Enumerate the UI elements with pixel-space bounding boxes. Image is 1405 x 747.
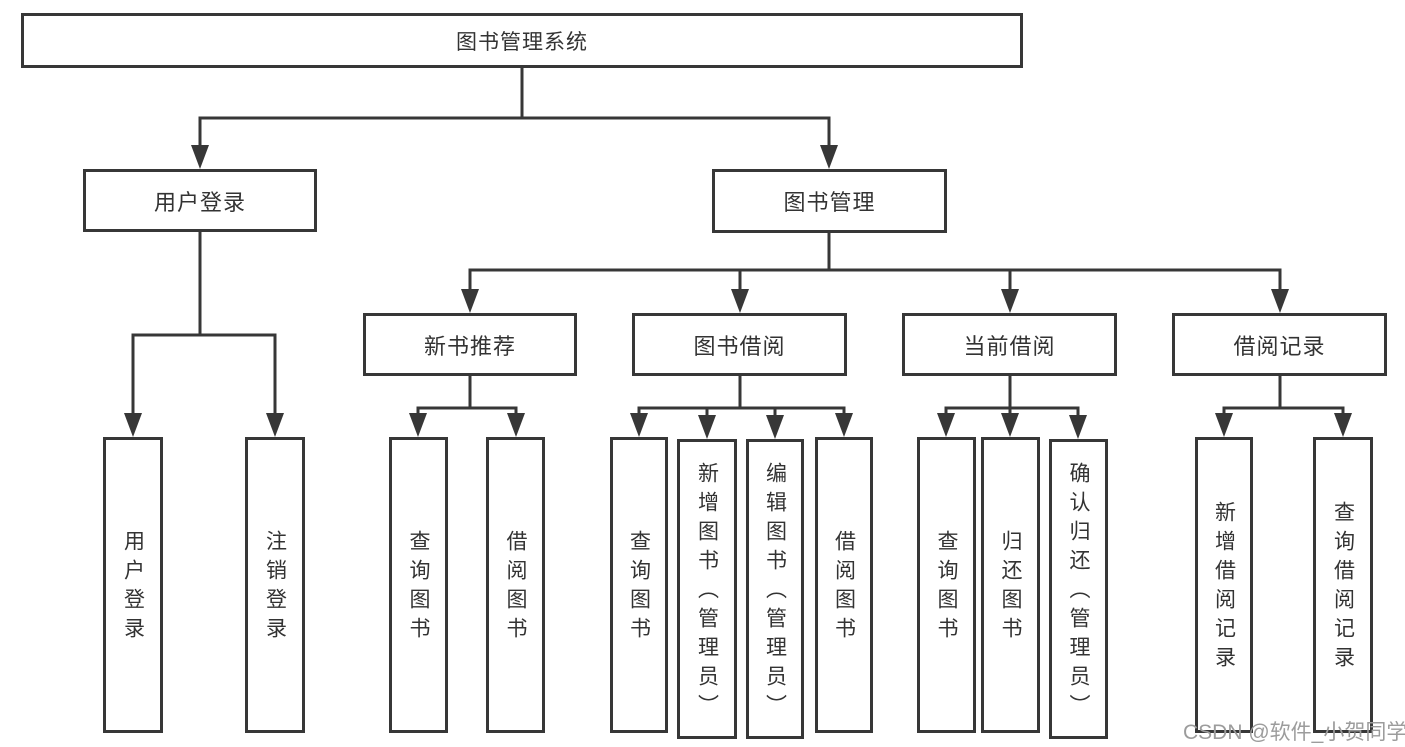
arrowhead <box>766 415 784 439</box>
leaf-label: 借阅图书 <box>832 530 856 646</box>
node-book-management: 图书管理 <box>712 169 947 233</box>
arrowhead <box>835 413 853 437</box>
node-book-borrow: 图书借阅 <box>632 313 847 376</box>
connector-recommend-to-leaves <box>416 374 518 418</box>
leaf-label: 借阅图书 <box>504 530 527 646</box>
leaf-label: 查询图书 <box>627 530 651 646</box>
leaf-confirm-return-admin: 确认归还（管理员） <box>1049 439 1108 739</box>
node-current-borrow: 当前借阅 <box>902 313 1117 376</box>
leaf-edit-books-admin: 编辑图书（管理员） <box>746 439 804 739</box>
leaf-logout-login: 注销登录 <box>245 437 305 733</box>
connector-bookmgmt-to-level3 <box>468 231 1282 293</box>
leaf-query-borrow-record: 查询借阅记录 <box>1313 437 1373 733</box>
leaf-user-login: 用户登录 <box>103 437 163 733</box>
arrowhead <box>191 145 209 169</box>
connector-userlogin-to-leaves <box>131 230 277 418</box>
arrowhead <box>1215 413 1233 437</box>
leaf-label: 新增借阅记录 <box>1212 501 1236 675</box>
leaf-query-books-recommend: 查询图书 <box>389 437 448 733</box>
arrowhead <box>698 415 716 439</box>
csdn-watermark: CSDN @软件_小贺同学 <box>1183 721 1405 744</box>
node-root-system: 图书管理系统 <box>21 13 1023 68</box>
leaf-label: 归还图书 <box>999 530 1022 646</box>
leaf-add-borrow-record: 新增借阅记录 <box>1195 437 1253 733</box>
connector-borrow-to-leaves <box>637 374 846 418</box>
leaf-query-books-current: 查询图书 <box>917 437 976 733</box>
arrowhead <box>1271 289 1289 313</box>
leaf-label: 确认归还（管理员） <box>1067 461 1090 723</box>
leaf-label: 查询借阅记录 <box>1331 501 1355 675</box>
node-new-book-recommend: 新书推荐 <box>363 313 577 376</box>
arrowhead <box>630 413 648 437</box>
leaf-label: 注销登录 <box>263 530 287 646</box>
leaf-label: 查询图书 <box>935 530 958 646</box>
arrowhead <box>1334 413 1352 437</box>
node-user-login: 用户登录 <box>83 169 317 232</box>
arrowhead <box>507 413 525 437</box>
arrowhead <box>461 289 479 313</box>
arrowhead <box>937 413 955 437</box>
connector-current-to-leaves <box>944 374 1080 418</box>
arrowhead <box>124 413 142 437</box>
leaf-label: 编辑图书（管理员） <box>763 461 787 723</box>
arrowhead <box>409 413 427 437</box>
leaf-label: 用户登录 <box>121 530 145 646</box>
leaf-borrow-books: 借阅图书 <box>815 437 873 733</box>
arrowhead <box>1001 413 1019 437</box>
connector-records-to-leaves <box>1222 374 1345 418</box>
leaf-label: 新增图书（管理员） <box>695 461 719 723</box>
node-borrow-records: 借阅记录 <box>1172 313 1387 376</box>
connector-root-to-level2 <box>198 66 831 148</box>
arrowhead <box>820 145 838 169</box>
leaf-borrow-books-recommend: 借阅图书 <box>486 437 545 733</box>
arrowhead <box>266 413 284 437</box>
arrowhead <box>1001 289 1019 313</box>
leaf-return-books: 归还图书 <box>981 437 1040 733</box>
arrowhead <box>1069 415 1087 439</box>
arrowhead <box>731 289 749 313</box>
leaf-query-books-borrow: 查询图书 <box>610 437 668 733</box>
leaf-label: 查询图书 <box>407 530 430 646</box>
leaf-add-books-admin: 新增图书（管理员） <box>677 439 737 739</box>
